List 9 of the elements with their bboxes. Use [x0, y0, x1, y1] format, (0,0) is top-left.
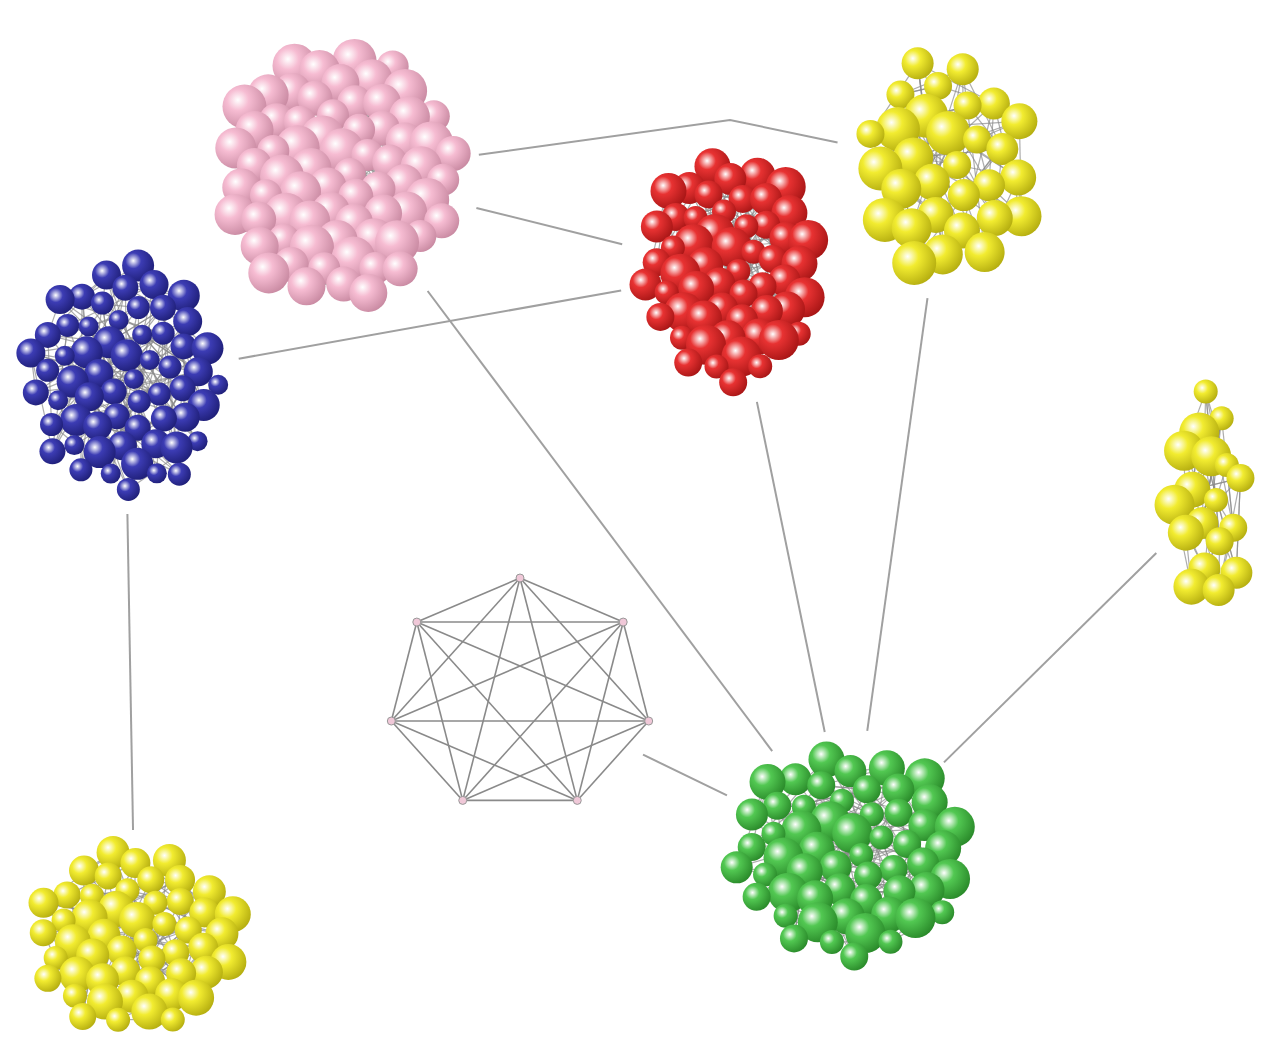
connector-line: [237, 289, 623, 360]
connector-line: [475, 206, 624, 246]
connector-line: [126, 512, 135, 831]
connector-line: [866, 297, 929, 732]
connector-line: [755, 400, 826, 734]
connector-line: [642, 753, 728, 797]
connector-line: [477, 119, 839, 156]
connector-line: [942, 551, 1158, 764]
connector-line: [426, 290, 774, 753]
